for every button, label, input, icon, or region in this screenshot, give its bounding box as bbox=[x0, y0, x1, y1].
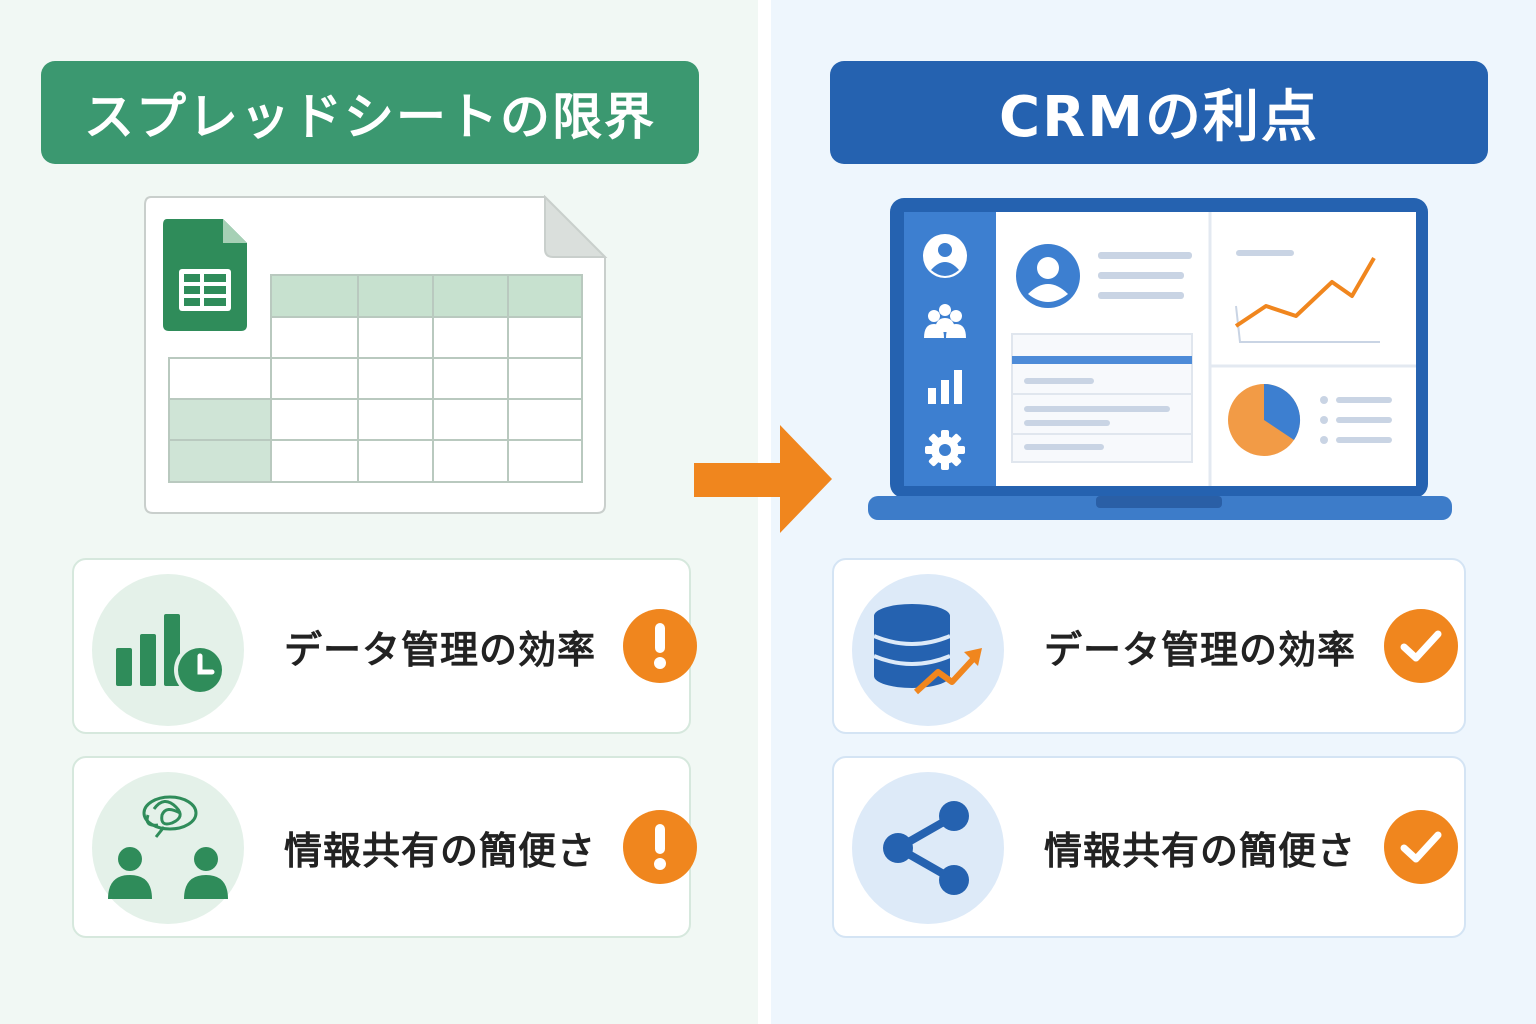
database-growth-icon bbox=[852, 574, 1004, 726]
pie-chart-icon bbox=[1228, 383, 1301, 456]
transition-arrow-icon bbox=[694, 425, 832, 533]
check-icon bbox=[1384, 810, 1458, 884]
crm-item-info-sharing: 情報共有の簡便さ bbox=[832, 756, 1466, 938]
bar-chart-clock-icon bbox=[92, 574, 244, 726]
spreadsheet-item-data-management: データ管理の効率 bbox=[72, 558, 697, 734]
item-label: データ管理の効率 bbox=[284, 627, 597, 672]
gear-icon bbox=[925, 430, 965, 470]
sheets-icon bbox=[163, 219, 247, 331]
panel-divider bbox=[758, 0, 771, 1024]
profile-avatar-icon bbox=[1016, 244, 1080, 308]
bar-chart-icon bbox=[928, 370, 962, 404]
spreadsheet-illustration bbox=[144, 195, 608, 514]
check-icon bbox=[1384, 609, 1458, 683]
share-icon bbox=[852, 772, 1004, 924]
confused-people-icon bbox=[92, 772, 244, 924]
item-label: 情報共有の簡便さ bbox=[284, 828, 597, 873]
crm-item-data-management: データ管理の効率 bbox=[832, 558, 1466, 734]
item-label: 情報共有の簡便さ bbox=[1044, 828, 1357, 873]
item-label: データ管理の効率 bbox=[1044, 627, 1357, 672]
warning-icon bbox=[623, 810, 697, 884]
spreadsheet-limits-title: スプレッドシートの限界 bbox=[41, 61, 699, 164]
crm-dashboard-laptop bbox=[868, 198, 1452, 520]
warning-icon bbox=[623, 609, 697, 683]
user-icon bbox=[923, 234, 967, 278]
crm-benefits-title: CRMの利点 bbox=[830, 61, 1488, 164]
group-icon bbox=[924, 304, 966, 338]
spreadsheet-item-info-sharing: 情報共有の簡便さ bbox=[72, 756, 697, 938]
